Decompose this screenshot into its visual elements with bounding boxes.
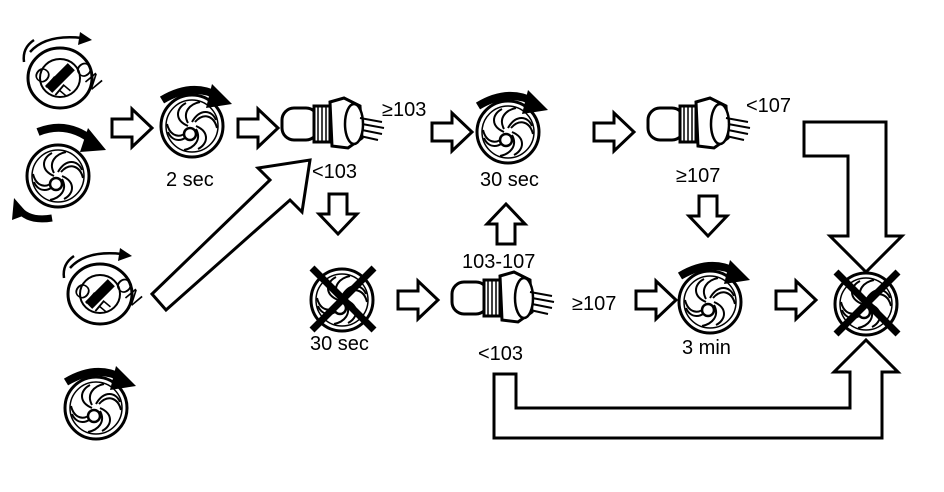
flow-arrow-icon [149,158,312,313]
flow-arrow-icon [396,279,440,321]
fan-icon [12,123,106,223]
fan-off-30-label: 30 sec [310,333,369,355]
fan-run-30-label: 30 sec [480,169,539,191]
fan-icon [65,366,136,441]
fan-run-3min-label: 3 min [682,337,731,359]
ignition-switch-icon: OFF ON [62,246,146,326]
sensor2-high-label: ≥107 [676,165,720,187]
flow-arrow-icon [485,202,527,246]
sensor1-low-label: <103 [312,161,357,183]
flow-arrow-icon [317,192,359,236]
flow-arrow-icon [802,120,906,275]
ignition-switch-icon: OFF ON [22,30,106,110]
range-label: 103-107 [462,251,535,273]
fan-off-icon [311,268,374,331]
flow-arrow-icon [634,279,678,321]
sensor2-low-label: <107 [746,95,791,117]
fan-icon [477,90,548,165]
flow-arrow-icon [592,111,636,153]
flow-arrow-icon [110,107,154,149]
temperature-sensor-icon [280,96,386,150]
temperature-sensor-icon [646,96,752,150]
sensor3-low-label: <103 [478,343,523,365]
flow-arrow-icon [492,337,902,440]
fan-delay-label: 2 sec [166,169,214,191]
fan-icon [679,260,750,335]
flow-arrow-icon [236,107,280,149]
temperature-sensor-icon [450,270,556,324]
flow-arrow-icon [774,279,818,321]
flow-arrow-icon [430,111,474,153]
fan-icon [161,84,232,159]
flow-arrow-icon [687,194,729,238]
fan-off-icon [835,272,898,335]
sensor1-high-label: ≥103 [382,99,426,121]
sensor3-high-label: ≥107 [572,293,616,315]
